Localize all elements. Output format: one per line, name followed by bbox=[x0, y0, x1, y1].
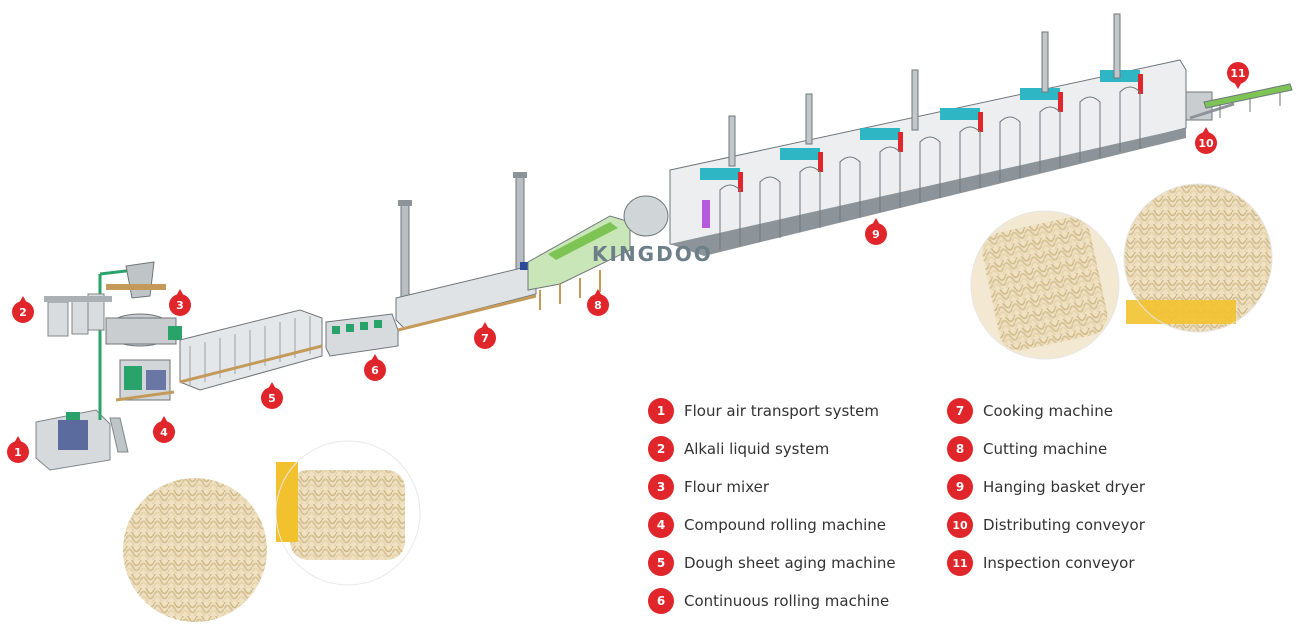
legend-item-2: 2 Alkali liquid system bbox=[648, 436, 829, 462]
legend-item-10: 10 Distributing conveyor bbox=[947, 512, 1145, 538]
pin-11: 11 bbox=[1227, 62, 1249, 89]
flour-mixer-machine bbox=[105, 261, 182, 347]
legend-badge-11: 11 bbox=[947, 550, 973, 576]
legend-item-6: 6 Continuous rolling machine bbox=[648, 588, 889, 614]
legend-label-7: Cooking machine bbox=[983, 402, 1113, 420]
legend-item-8: 8 Cutting machine bbox=[947, 436, 1107, 462]
pin-8: 8 bbox=[587, 289, 609, 316]
legend-badge-7: 7 bbox=[947, 398, 973, 424]
legend-badge-8: 8 bbox=[947, 436, 973, 462]
legend-item-1: 1 Flour air transport system bbox=[648, 398, 879, 424]
legend-item-5: 5 Dough sheet aging machine bbox=[648, 550, 896, 576]
legend-badge-5: 5 bbox=[648, 550, 674, 576]
kingdoo-logo: KINGDOO bbox=[592, 242, 713, 266]
legend-badge-6: 6 bbox=[648, 588, 674, 614]
cutting-machine bbox=[527, 195, 669, 310]
legend-badge-1: 1 bbox=[648, 398, 674, 424]
pin-6: 6 bbox=[364, 354, 386, 381]
legend-label-1: Flour air transport system bbox=[684, 402, 880, 420]
legend-label-5: Dough sheet aging machine bbox=[684, 554, 896, 572]
pin-5: 5 bbox=[261, 382, 283, 409]
legend-label-8: Cutting machine bbox=[983, 440, 1108, 458]
legend-label-3: Flour mixer bbox=[684, 478, 770, 496]
machine-legend: 1 Flour air transport system 2 Alkali li… bbox=[648, 398, 1248, 628]
noodle-photo-top-right-left bbox=[970, 210, 1120, 360]
cooking-machine bbox=[395, 172, 537, 332]
pin-10: 10 bbox=[1195, 127, 1217, 154]
legend-item-3: 3 Flour mixer bbox=[648, 474, 769, 500]
legend-label-11: Inspection conveyor bbox=[983, 554, 1135, 572]
continuous-rolling-machine bbox=[325, 313, 399, 357]
dough-sheet-aging-machine bbox=[179, 309, 323, 391]
pin-7: 7 bbox=[474, 322, 496, 349]
legend-label-9: Hanging basket dryer bbox=[983, 478, 1145, 496]
legend-item-7: 7 Cooking machine bbox=[947, 398, 1113, 424]
legend-label-2: Alkali liquid system bbox=[684, 440, 830, 458]
legend-badge-2: 2 bbox=[648, 436, 674, 462]
hanging-basket-dryer bbox=[669, 13, 1187, 256]
pin-4: 4 bbox=[153, 416, 175, 443]
legend-item-4: 4 Compound rolling machine bbox=[648, 512, 886, 538]
legend-badge-9: 9 bbox=[947, 474, 973, 500]
noodle-photo-bottom-center bbox=[275, 440, 421, 586]
pin-1: 1 bbox=[7, 436, 29, 463]
legend-label-6: Continuous rolling machine bbox=[684, 592, 890, 610]
legend-badge-3: 3 bbox=[648, 474, 674, 500]
pin-2: 2 bbox=[12, 296, 34, 323]
noodle-photo-bottom-left bbox=[123, 478, 267, 622]
legend-item-9: 9 Hanging basket dryer bbox=[947, 474, 1145, 500]
inspection-conveyor bbox=[1203, 83, 1293, 118]
alkali-liquid-machine bbox=[44, 293, 112, 337]
noodle-photo-top-right-right bbox=[1123, 183, 1273, 333]
pin-3: 3 bbox=[169, 289, 191, 316]
legend-label-10: Distributing conveyor bbox=[983, 516, 1145, 534]
distributing-conveyor bbox=[1185, 91, 1235, 121]
pin-9: 9 bbox=[865, 218, 887, 245]
legend-badge-10: 10 bbox=[947, 512, 973, 538]
legend-item-11: 11 Inspection conveyor bbox=[947, 550, 1135, 576]
legend-badge-4: 4 bbox=[648, 512, 674, 538]
compound-rolling-machine bbox=[115, 359, 175, 402]
legend-label-4: Compound rolling machine bbox=[684, 516, 887, 534]
